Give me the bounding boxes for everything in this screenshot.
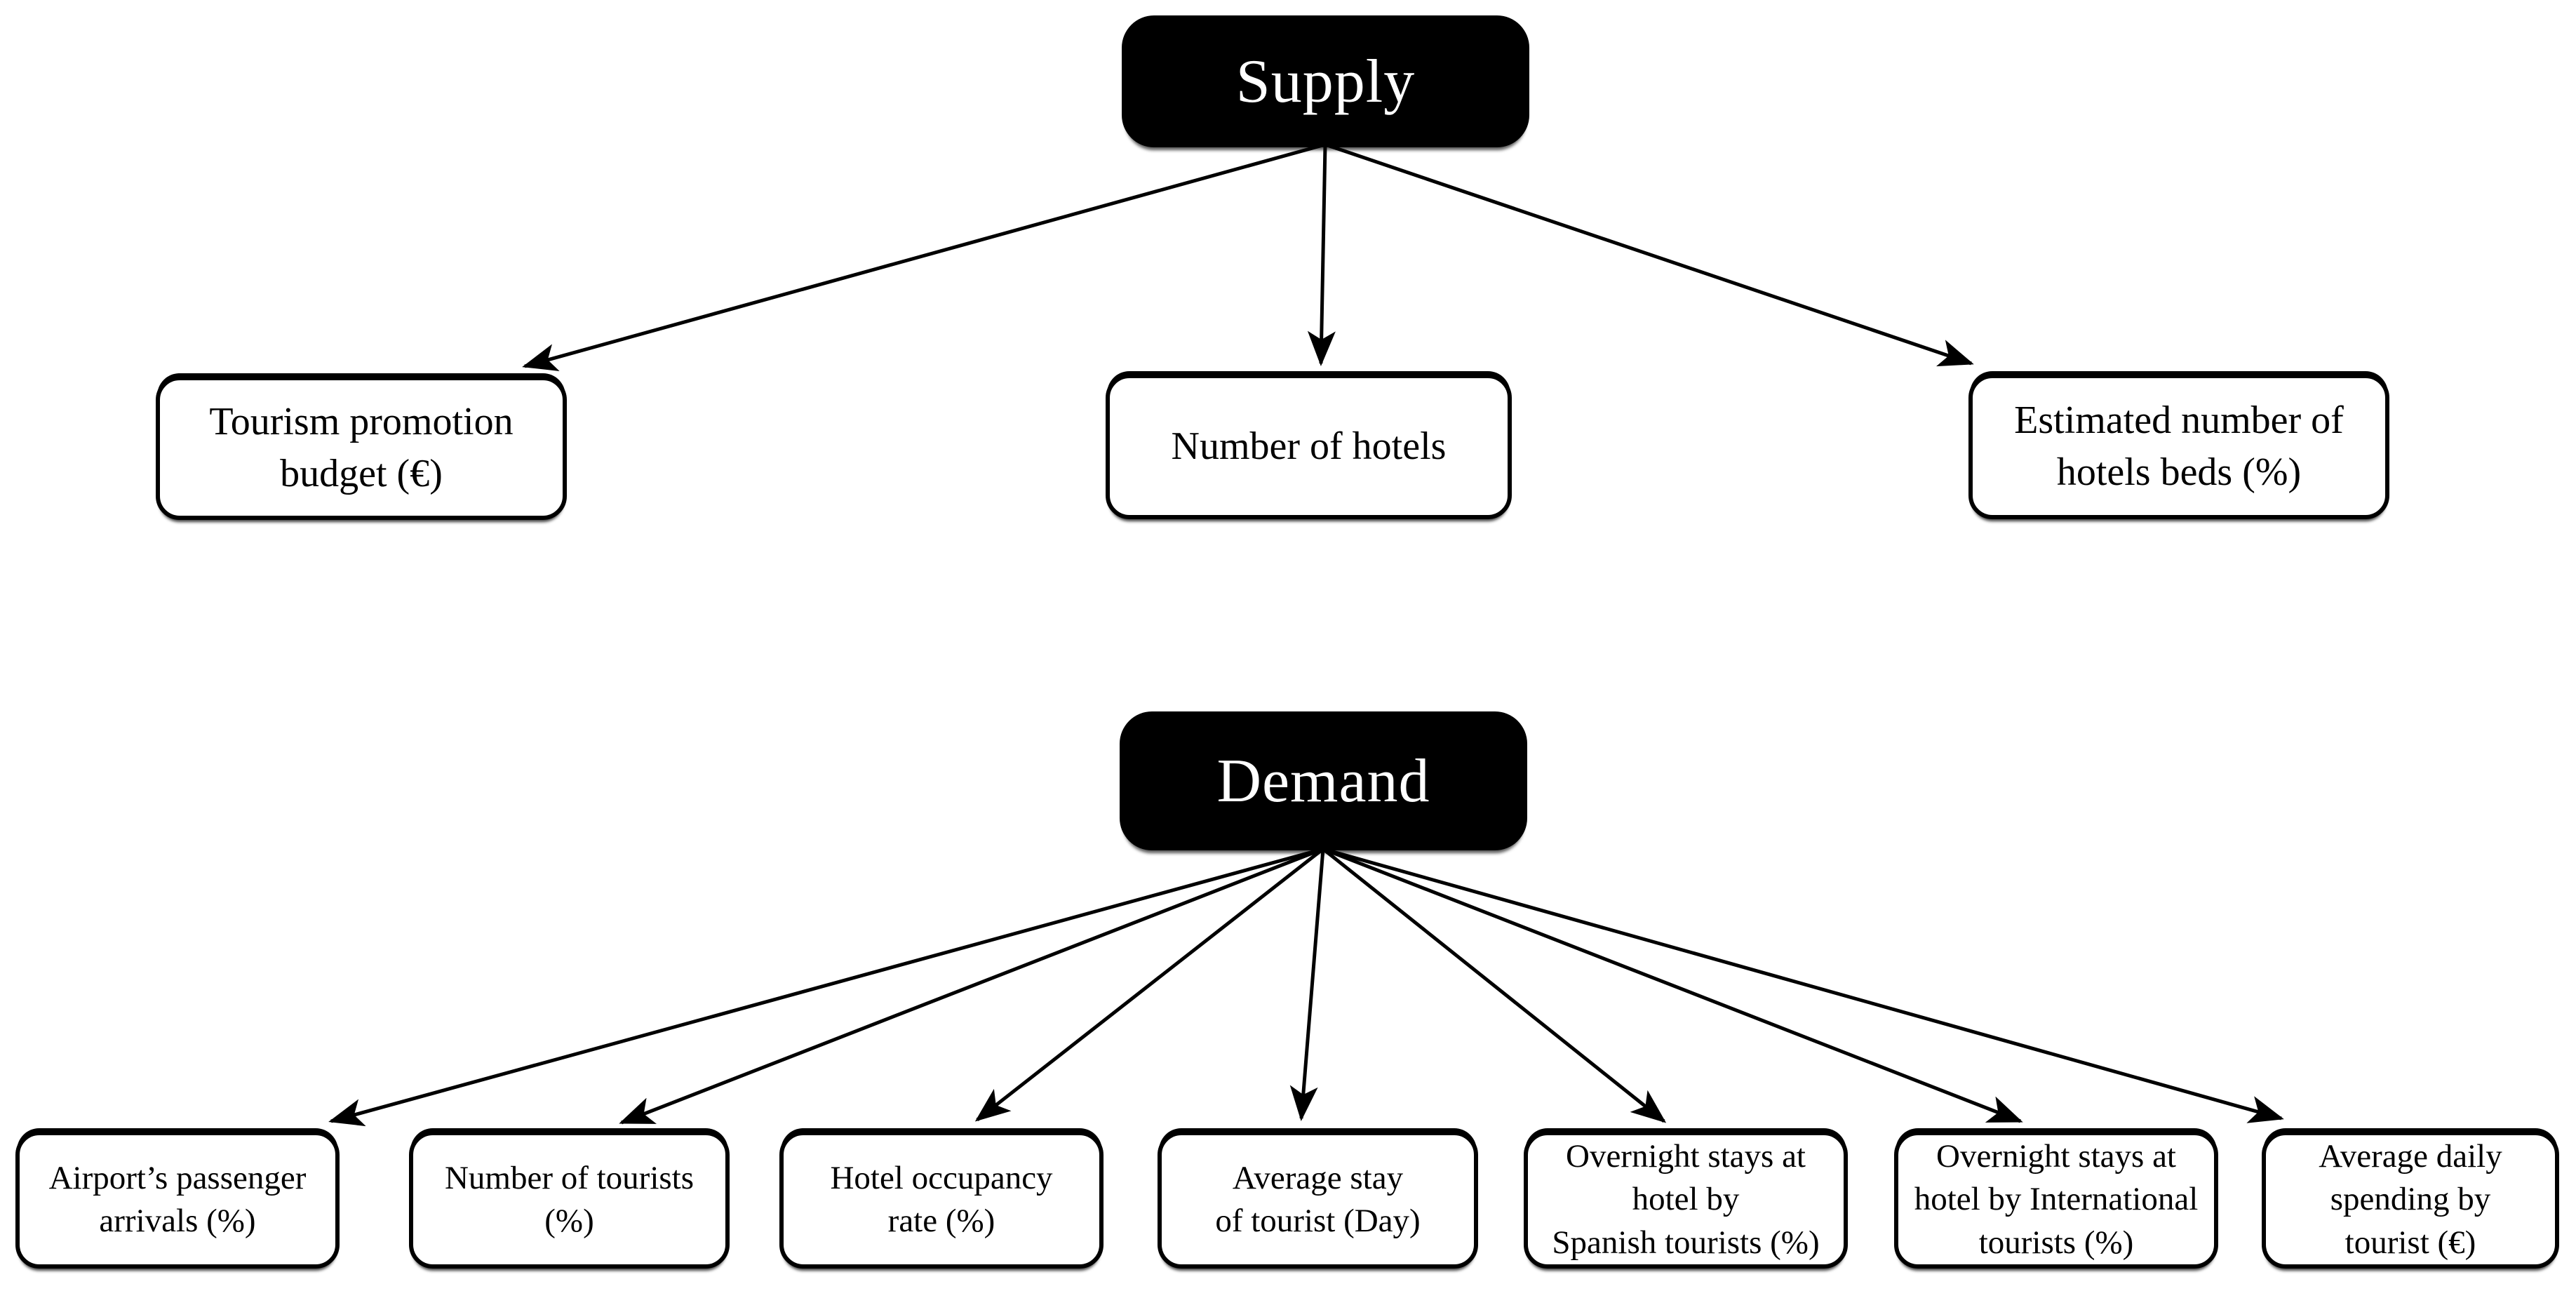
node-hotel-occupancy-rate: Hotel occupancy rate (%)	[779, 1131, 1103, 1269]
node-average-daily-spending: Average daily spending by tourist (€)	[2262, 1131, 2559, 1269]
node-label-line: tourists (%)	[1978, 1224, 2134, 1261]
arrow-demand-5	[1322, 848, 1667, 1123]
node-label-line: tourist (€)	[2344, 1224, 2476, 1261]
node-label-line: Spanish tourists (%)	[1552, 1224, 1820, 1261]
arrow-demand-2	[619, 847, 1324, 1125]
arrow-demand-6	[1322, 847, 2023, 1123]
arrow-demand-1	[328, 847, 1324, 1127]
node-label-line: Average stay	[1232, 1159, 1404, 1196]
node-label-line: arrivals (%)	[99, 1203, 256, 1239]
node-label-line: of tourist (Day)	[1215, 1203, 1421, 1239]
node-average-stay: Average stay of tourist (Day)	[1158, 1131, 1478, 1269]
node-overnight-stays-international: Overnight stays at hotel by Internationa…	[1894, 1131, 2218, 1269]
node-label-line: Number of hotels	[1171, 424, 1447, 468]
node-label-line: Tourism promotion	[209, 399, 514, 443]
node-label-line: Hotel occupancy	[830, 1159, 1053, 1196]
node-airport-passenger-arrivals: Airport’s passenger arrivals (%)	[15, 1131, 340, 1269]
node-label-line: Estimated number of	[2014, 398, 2344, 442]
node-label-line: budget (€)	[280, 451, 443, 495]
node-label-line: hotel by International	[1914, 1181, 2199, 1218]
node-number-of-hotels: Number of hotels	[1106, 374, 1512, 519]
arrow-supply-1	[522, 142, 1326, 371]
node-label-line: rate (%)	[887, 1203, 995, 1239]
supply-node: Supply	[1122, 15, 1529, 147]
supply-label: Supply	[1235, 47, 1416, 116]
demand-label: Demand	[1216, 747, 1430, 815]
arrow-demand-7	[1322, 847, 2284, 1123]
node-label-line: Overnight stays at	[1936, 1138, 2176, 1175]
node-tourism-promotion-budget: Tourism promotion budget (€)	[156, 376, 567, 520]
arrow-demand-4	[1289, 848, 1325, 1121]
node-label-line: Overnight stays at	[1566, 1138, 1806, 1175]
node-label-line: hotels beds (%)	[2056, 450, 2302, 494]
node-label-line: Airport’s passenger	[48, 1159, 307, 1196]
node-estimated-hotel-beds: Estimated number of hotels beds (%)	[1968, 374, 2389, 519]
node-label-line: Average daily	[2319, 1138, 2502, 1175]
node-label-line: (%)	[544, 1203, 594, 1239]
arrow-demand-3	[974, 848, 1324, 1122]
node-label-line: spending by	[2330, 1181, 2491, 1218]
node-label-line: hotel by	[1632, 1181, 1740, 1218]
arrow-supply-3	[1324, 142, 1974, 367]
node-number-of-tourists: Number of tourists (%)	[409, 1131, 730, 1269]
arrow-supply-2	[1307, 144, 1336, 366]
demand-node: Demand	[1120, 711, 1527, 850]
node-overnight-stays-spanish: Overnight stays at hotel by Spanish tour…	[1524, 1131, 1848, 1269]
node-label-line: Number of tourists	[444, 1159, 695, 1196]
